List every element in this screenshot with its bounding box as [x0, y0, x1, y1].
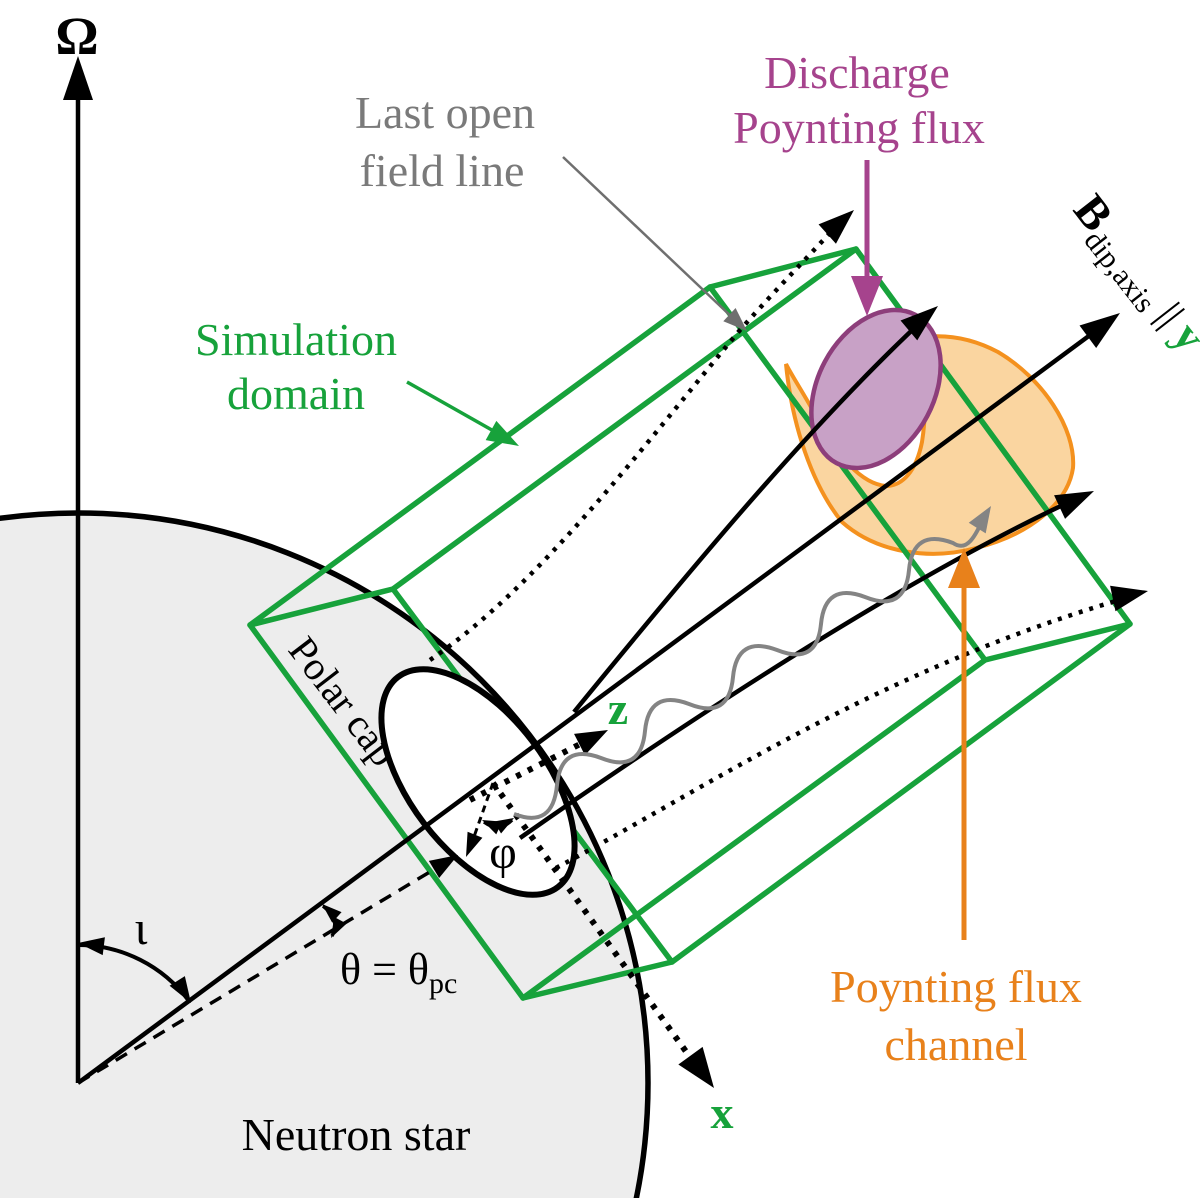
field-line-lower [518, 494, 1081, 840]
z-axis-dotted-line [468, 734, 596, 803]
neutron-star-label: Neutron star [242, 1109, 471, 1160]
field-line-upper-arrowhead-icon [900, 306, 938, 341]
phi-arc-arrowhead-right-icon [494, 818, 514, 834]
field-line-lower-arrowhead-icon [1054, 491, 1094, 519]
x-axis-label: x [711, 1087, 734, 1138]
phi-label: φ [489, 826, 517, 879]
polar-cap-ellipse [378, 666, 578, 898]
poynting-label-line2: channel [884, 1019, 1027, 1070]
last-open-field-line-lower [554, 593, 1134, 870]
discharge-label-line1: Discharge [764, 47, 950, 98]
box-edge-bottom-left [520, 657, 988, 1001]
polar-cap-ellipse-group [378, 666, 578, 898]
poynting-flux-channel-blob [784, 334, 1076, 556]
iota-arc-arrowhead-bottom-icon [169, 976, 191, 1003]
simulation-box-far [707, 246, 1133, 663]
iota-arc-arrowhead-top-icon [78, 937, 105, 956]
photon-wavy-line [513, 516, 986, 820]
z-axis-arrowhead-icon [574, 730, 608, 756]
simulation-box-near [247, 246, 1133, 1001]
theta-line-arrowhead-icon [428, 855, 458, 878]
omega-label: Ω [55, 6, 98, 66]
omega-arrowhead-icon [63, 56, 93, 100]
last-open-label-line2: field line [360, 145, 525, 196]
theta-main: θ = θ [340, 945, 429, 994]
last-open-pointer-arrowhead-icon [723, 308, 747, 331]
dipole-axis-arrowhead-icon [1079, 313, 1120, 349]
discharge-arrowhead-icon [851, 276, 883, 316]
poynting-channel-arrowhead-icon [948, 548, 980, 588]
discharge-label-line2: Poynting flux [733, 102, 985, 153]
box-far-face [707, 246, 1133, 663]
poynting-label-line1: Poynting flux [830, 961, 1082, 1012]
theta-subscript: pc [429, 967, 457, 1000]
field-line-upper [572, 316, 927, 714]
box-edge-top-left [247, 284, 713, 628]
iota-label: ι [135, 902, 148, 955]
x-axis-arrowhead-icon [678, 1046, 714, 1088]
simulation-pointer-line [406, 380, 507, 440]
simulation-label-line2: domain [227, 368, 365, 419]
box-edge-top-right [390, 246, 859, 592]
magnetic-dipole-axis-line [76, 322, 1107, 1085]
photon-arrowhead-icon [968, 506, 991, 534]
simulation-pointer-arrowhead-icon [485, 420, 519, 446]
simulation-label-line1: Simulation [195, 314, 397, 365]
last-open-lower-arrowhead-icon [1110, 585, 1148, 612]
z-axis-label: z [608, 683, 628, 734]
last-open-pointer-line [562, 156, 738, 323]
phi-ray-arrowhead-icon [466, 831, 483, 857]
theta-arc-arrowhead-top-icon [322, 904, 342, 923]
last-open-upper-arrowhead-icon [818, 210, 854, 244]
box-edge-bottom-right [669, 621, 1133, 965]
theta-label: θ = θpc [340, 945, 457, 1000]
theta-arc-arrowhead-bottom-icon [331, 917, 347, 938]
theta-dashed-line [77, 859, 449, 1085]
b-subscript: dip,axis [1077, 224, 1161, 319]
last-open-label-line1: Last open [355, 87, 535, 138]
b-dip-axis-label: Bdip,axis || y [1059, 185, 1200, 365]
